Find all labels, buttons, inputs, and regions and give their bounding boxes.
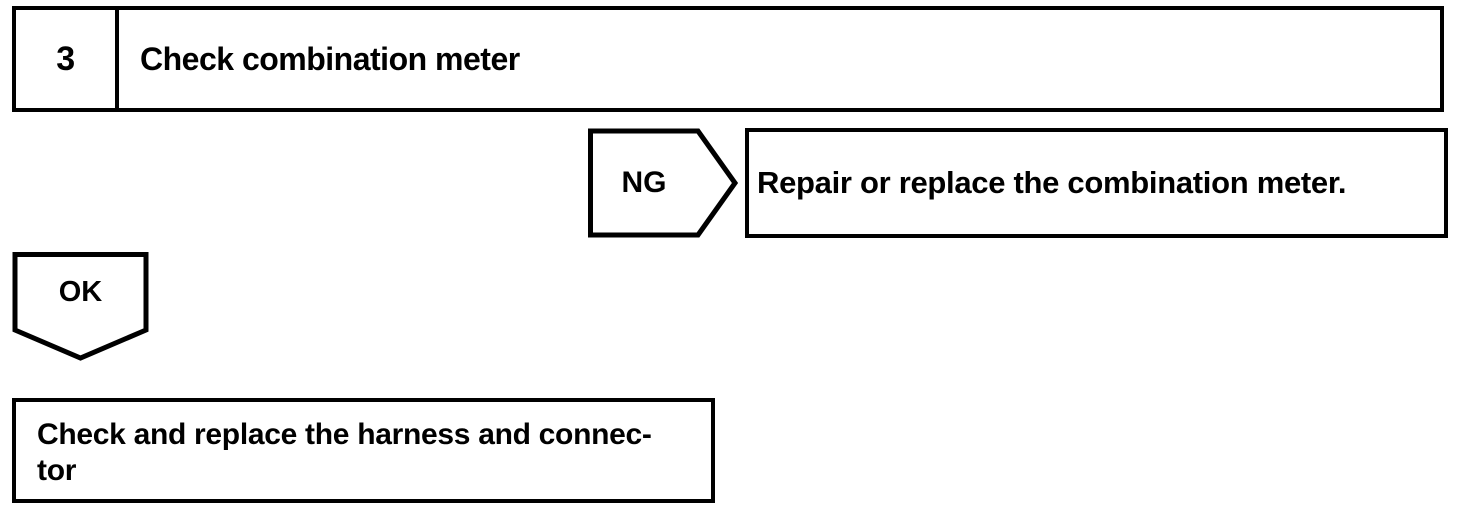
ng-connector: NG xyxy=(588,128,738,238)
ng-arrow-pentagon-shape xyxy=(588,128,738,238)
step-header-box: 3 Check combination meter xyxy=(12,6,1444,112)
step-number: 3 xyxy=(16,10,119,108)
ng-action-box: Repair or replace the combination meter. xyxy=(745,128,1448,238)
ng-action-text: Repair or replace the combination meter. xyxy=(757,165,1347,200)
ok-connector: OK xyxy=(12,252,149,361)
ok-action-box: Check and replace the harness and connec… xyxy=(12,398,715,503)
step-title: Check combination meter xyxy=(140,40,520,77)
ok-arrow-pentagon-shape xyxy=(12,252,149,361)
ok-branch-label: OK xyxy=(58,275,103,308)
ng-branch-label: NG xyxy=(621,166,667,199)
